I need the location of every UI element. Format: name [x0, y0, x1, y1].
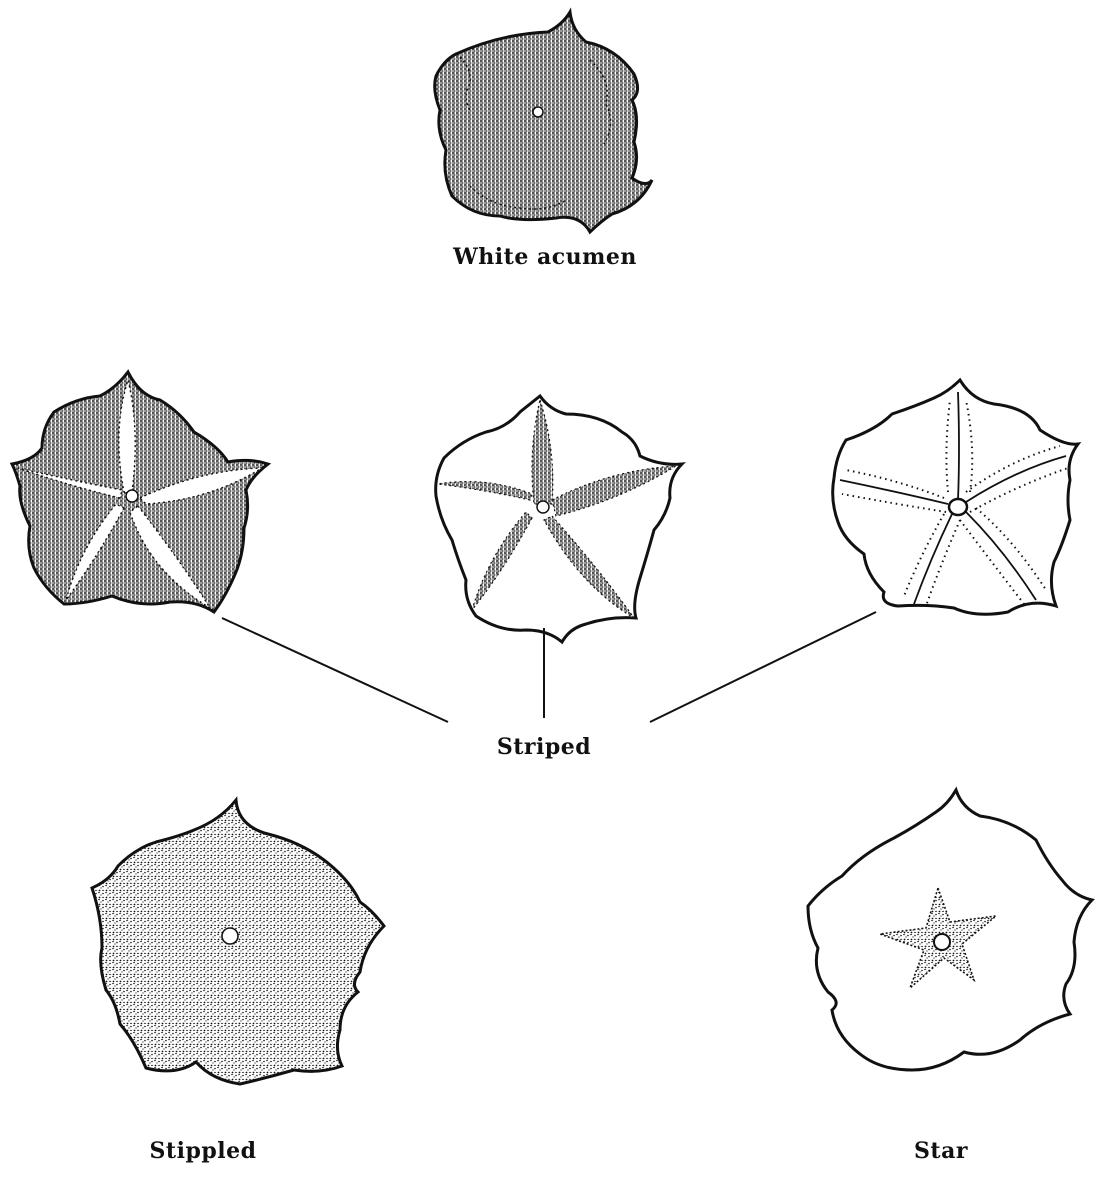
- striped-fruit-narrow: [436, 396, 682, 642]
- striped-fruit-broad: [12, 372, 268, 612]
- star-fruit: [808, 790, 1092, 1070]
- label-star: Star: [914, 1138, 968, 1164]
- label-striped: Striped: [497, 734, 591, 760]
- white-acumen-fruit: [435, 12, 652, 232]
- label-stippled: Stippled: [150, 1138, 257, 1164]
- label-white-acumen: White acumen: [453, 244, 637, 270]
- striped-fruit-dotted: [833, 380, 1078, 614]
- stippled-fruit: [92, 800, 384, 1084]
